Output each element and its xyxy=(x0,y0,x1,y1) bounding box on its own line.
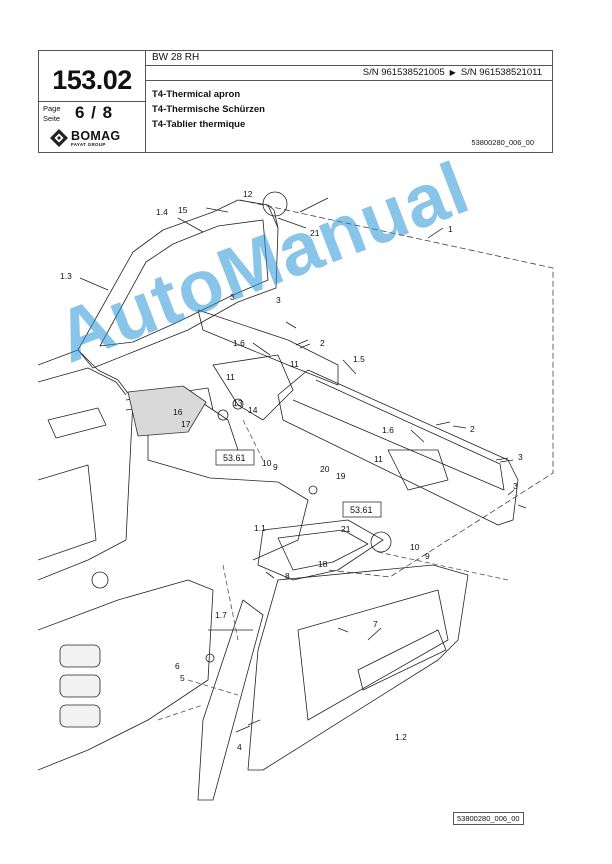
ref-box-frame xyxy=(342,501,382,518)
callout: 9 xyxy=(273,462,278,472)
callout: 1.4 xyxy=(156,207,168,217)
callout: 11 xyxy=(290,359,299,369)
callout: 3 xyxy=(513,481,518,491)
brand-name: BOMAG xyxy=(71,129,121,143)
callout: 3 xyxy=(518,452,523,462)
doc-reference: 53800280_006_00 xyxy=(471,138,534,147)
callout: 16 xyxy=(173,407,183,417)
callout: 1.3 xyxy=(60,271,72,281)
callout: 1.2 xyxy=(395,732,407,742)
page-titles: T4-Thermical apron T4-Thermische Schürze… xyxy=(152,87,265,132)
callout: 12 xyxy=(243,189,253,199)
divider xyxy=(145,65,552,66)
divider xyxy=(39,101,145,102)
bomag-logo: BOMAG FAYAT GROUP xyxy=(49,128,137,150)
page-of: 6 / 8 xyxy=(75,103,114,122)
ref-box-frame xyxy=(215,449,255,466)
model-name: BW 28 RH xyxy=(152,52,200,63)
callout: 3 xyxy=(276,295,281,305)
callout: 2 xyxy=(470,424,475,434)
callout: 6 xyxy=(175,661,180,671)
callout: 5 xyxy=(180,673,185,683)
callout: 11 xyxy=(374,454,383,464)
serial-to: S/N 961538521011 xyxy=(460,67,542,78)
callout: 1.1 xyxy=(254,523,266,533)
callout: 1 xyxy=(448,224,453,234)
callout: 9 xyxy=(425,551,430,561)
callout: 17 xyxy=(181,419,191,429)
callout: 18 xyxy=(318,559,328,569)
header-block: BW 28 RH S/N 961538521005▶S/N 9615385210… xyxy=(38,50,553,153)
ref-box: 53.61 xyxy=(223,453,246,463)
page-label-en: Page xyxy=(43,104,61,113)
callout: 1.6 xyxy=(233,338,245,348)
callout: 10 xyxy=(410,542,420,552)
callout: 14 xyxy=(248,405,258,415)
callout: 1.6 xyxy=(382,425,394,435)
callout: 10 xyxy=(262,458,272,468)
arrow-right-icon: ▶ xyxy=(449,68,456,77)
page-number: 153.02 xyxy=(52,65,132,95)
title-de: T4-Thermische Schürzen xyxy=(152,104,265,115)
callout: 1.7 xyxy=(215,610,227,620)
callout: 1.5 xyxy=(353,354,365,364)
callout: 4 xyxy=(237,742,242,752)
bomag-diamond-icon xyxy=(50,129,68,147)
callout: 15 xyxy=(178,205,188,215)
callout: 21 xyxy=(310,228,320,238)
divider xyxy=(145,80,552,81)
callout: 19 xyxy=(336,471,346,481)
callout: 2 xyxy=(320,338,325,348)
serial-from: S/N 961538521005 xyxy=(362,67,445,78)
callout: 21 xyxy=(341,524,351,534)
title-en: T4-Thermical apron xyxy=(152,89,241,100)
exploded-parts-drawing: 53.61 53.61 1 1.1 1.2 1.3 1.4 1.5 1.6 1.… xyxy=(38,189,554,801)
serial-range: S/N 961538521005 ▶ S/N 961538521011 xyxy=(363,67,542,78)
callout: 11 xyxy=(226,372,235,382)
title-fr: T4-Tablier thermique xyxy=(152,119,246,130)
callout: 8 xyxy=(285,571,290,581)
callout: 7 xyxy=(373,619,378,629)
brand-subtitle: FAYAT GROUP xyxy=(71,142,106,147)
page-labels: Page Seite xyxy=(43,104,61,124)
callout: 3 xyxy=(230,292,235,302)
divider xyxy=(145,51,146,152)
ref-box: 53.61 xyxy=(350,505,373,515)
callout: 20 xyxy=(320,464,330,474)
page-label-de: Seite xyxy=(43,114,61,123)
footer-reference: 53800280_006_00 xyxy=(453,812,524,825)
callout: 13 xyxy=(233,398,243,408)
